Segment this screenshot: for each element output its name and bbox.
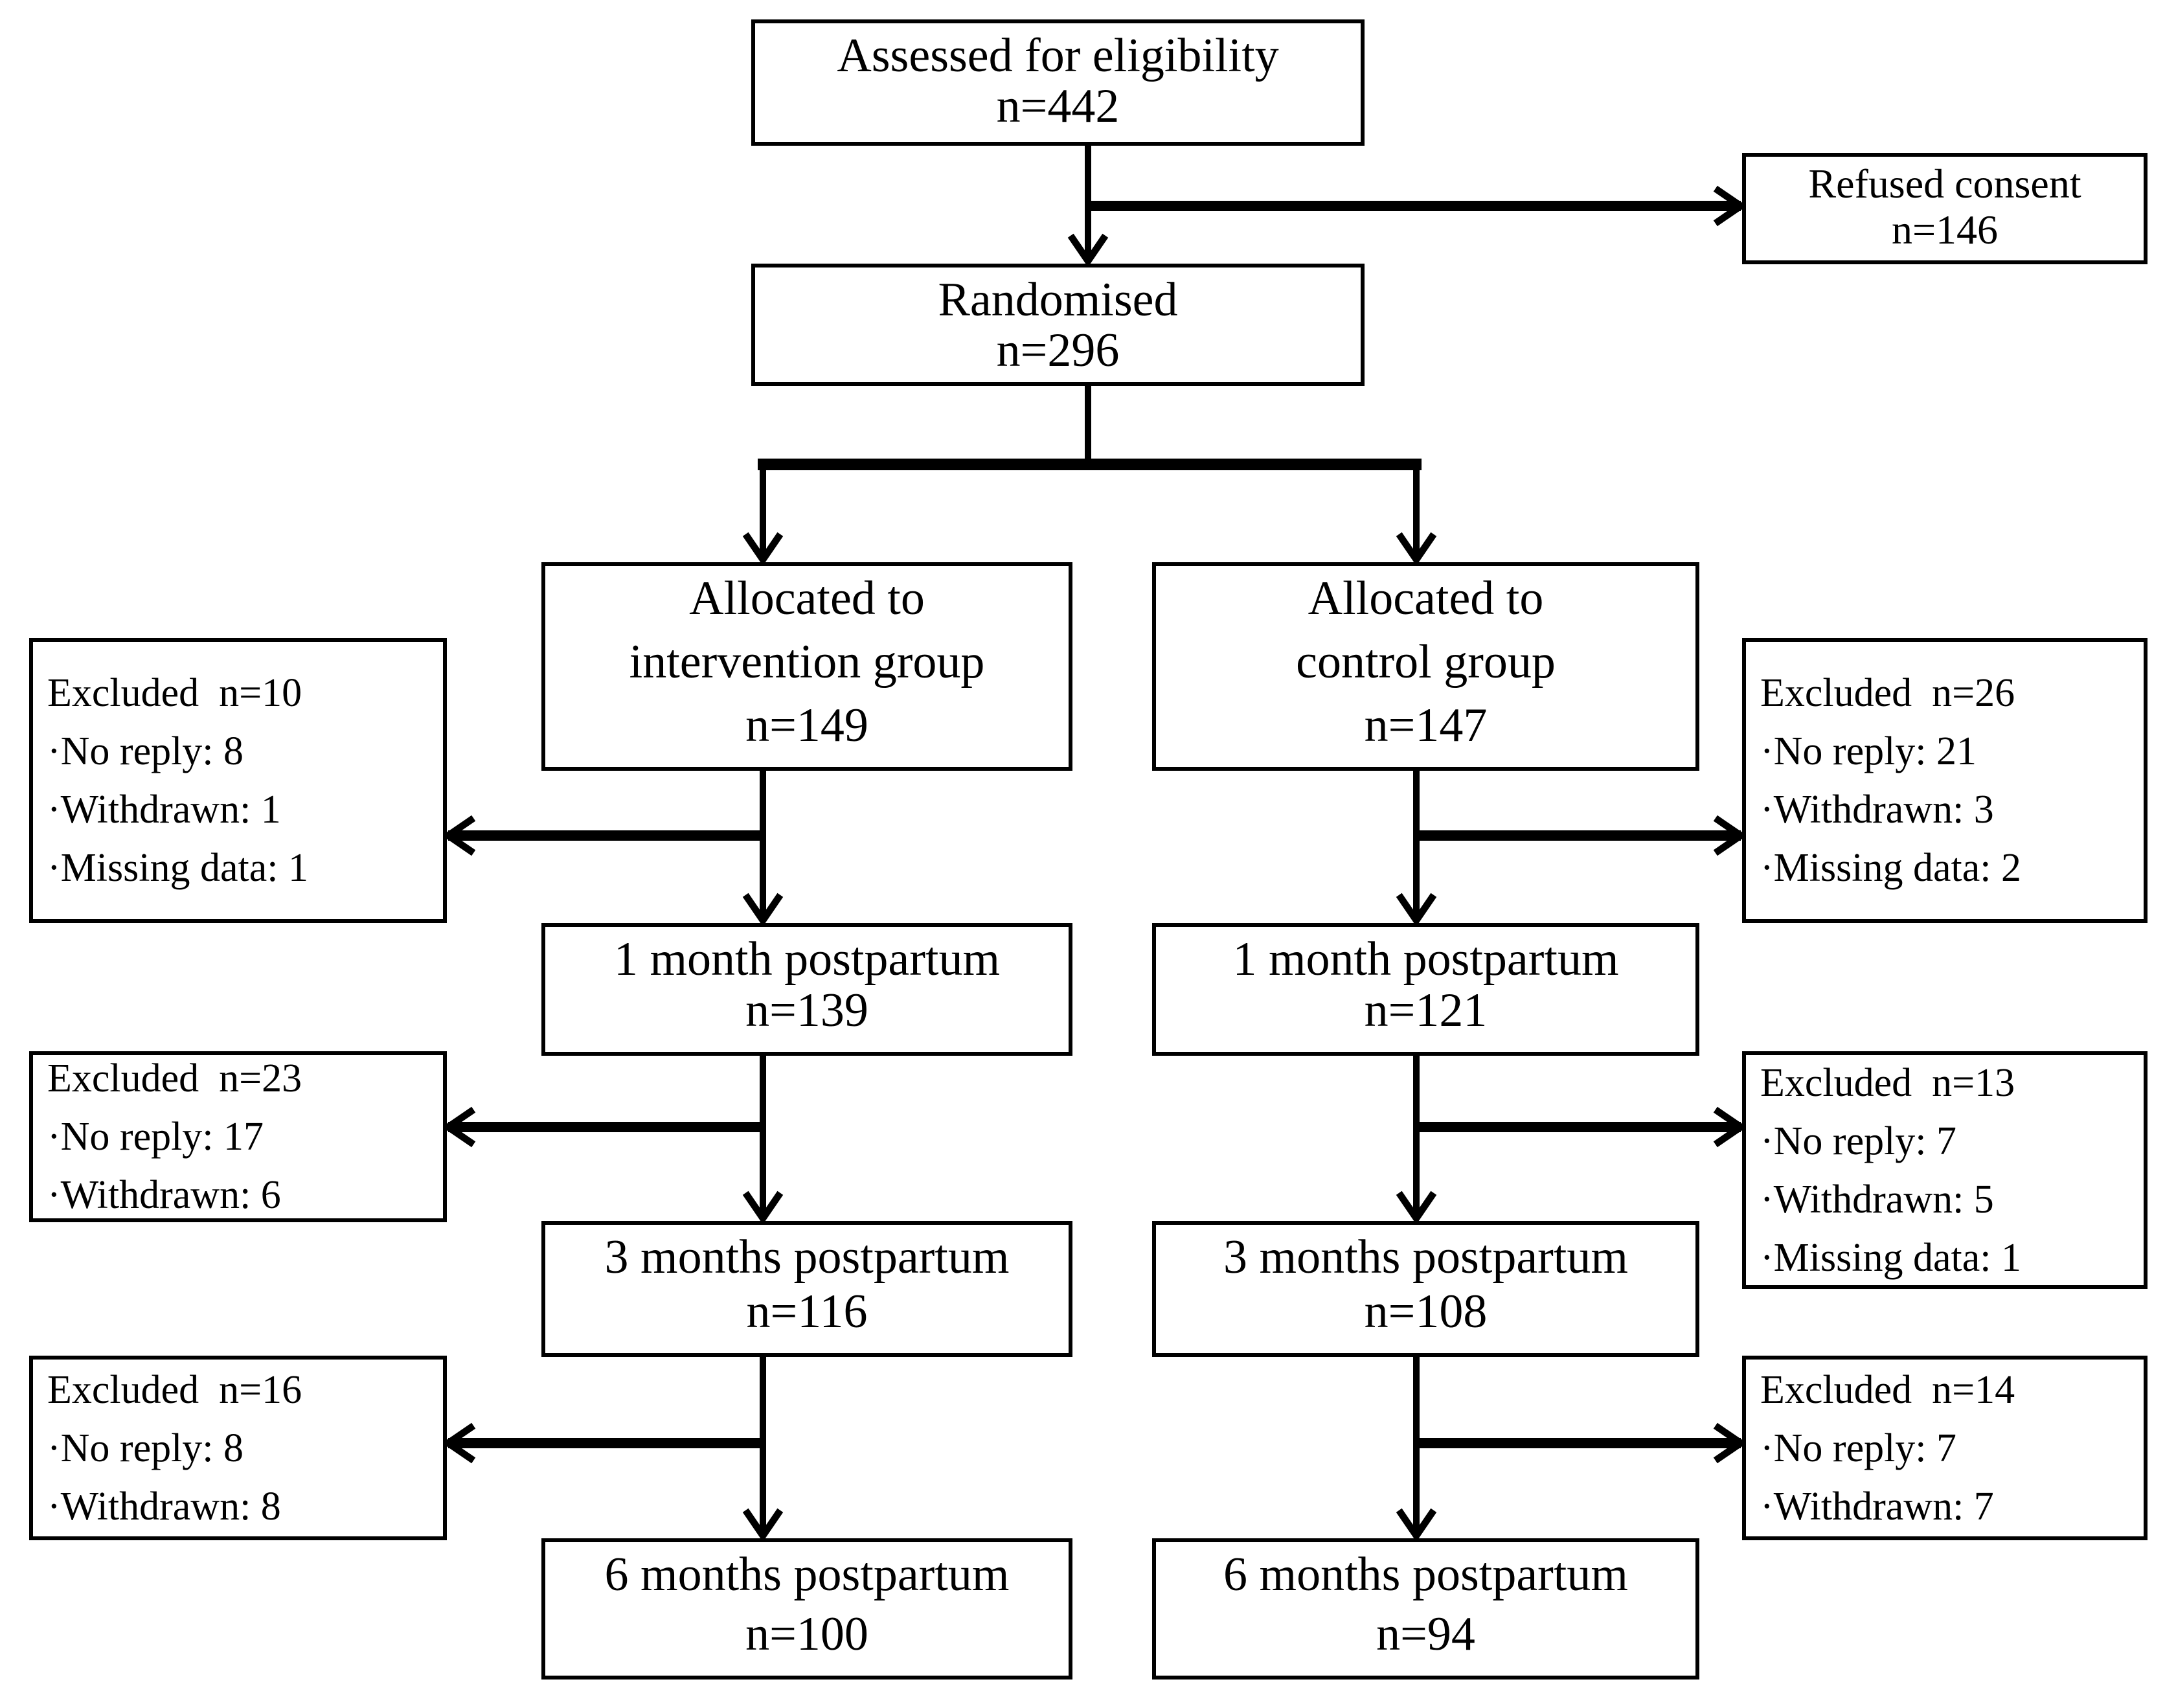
month1-intervention-box: 1 month postpartum n=139 <box>541 923 1072 1056</box>
box-label: 1 month postpartum <box>1232 933 1619 986</box>
excluded-total: Excluded n=13 <box>1760 1060 2015 1105</box>
box-label: Randomised <box>938 273 1178 326</box>
excluded-reason: ·Withdrawn: 3 <box>1760 788 1994 832</box>
excluded-reason: ·Withdrawn: 7 <box>1760 1484 1994 1529</box>
box-count: n=116 <box>746 1285 868 1339</box>
excluded3-control-box: Excluded n=14 ·No reply: 7 ·Withdrawn: 7 <box>1742 1356 2148 1540</box>
box-label: 3 months postpartum <box>604 1231 1010 1284</box>
box-label: Refused consent <box>1808 161 2081 207</box>
assessed-box: Assessed for eligibility n=442 <box>751 19 1365 146</box>
month6-control-box: 6 months postpartum n=94 <box>1152 1538 1699 1680</box>
box-count: n=442 <box>996 79 1120 133</box>
excluded-reason: ·Missing data: 2 <box>1760 846 2021 890</box>
box-count: n=147 <box>1364 699 1488 753</box>
excluded-total: Excluded n=14 <box>1760 1367 2015 1412</box>
excluded-reason: ·No reply: 8 <box>47 1426 244 1470</box>
randomised-box: Randomised n=296 <box>751 264 1365 386</box>
box-count: n=139 <box>745 984 868 1038</box>
box-label: 1 month postpartum <box>613 933 1001 986</box>
excluded1-intervention-box: Excluded n=10 ·No reply: 8 ·Withdrawn: 1… <box>29 638 447 923</box>
excluded-reason: ·No reply: 7 <box>1760 1426 1957 1470</box>
excluded-total: Excluded n=26 <box>1760 671 2015 715</box>
box-label: 3 months postpartum <box>1223 1231 1628 1284</box>
box-count: n=296 <box>996 323 1120 377</box>
excluded-total: Excluded n=23 <box>47 1056 302 1100</box>
excluded3-intervention-box: Excluded n=16 ·No reply: 8 ·Withdrawn: 8 <box>29 1356 447 1540</box>
excluded2-intervention-box: Excluded n=23 ·No reply: 17 ·Withdrawn: … <box>29 1051 447 1222</box>
month3-intervention-box: 3 months postpartum n=116 <box>541 1221 1072 1357</box>
box-count: n=108 <box>1364 1285 1488 1339</box>
box-count: n=149 <box>745 699 868 753</box>
excluded-reason: ·Withdrawn: 6 <box>47 1173 281 1217</box>
allocated-control-box: Allocated to control group n=147 <box>1152 562 1699 771</box>
box-label: 6 months postpartum <box>604 1548 1010 1601</box>
box-label-2: intervention group <box>629 635 985 689</box>
excluded1-control-box: Excluded n=26 ·No reply: 21 ·Withdrawn: … <box>1742 638 2148 923</box>
excluded-reason: ·No reply: 21 <box>1760 729 1977 773</box>
refused-consent-box: Refused consent n=146 <box>1742 153 2148 264</box>
box-count: n=121 <box>1364 984 1488 1038</box>
excluded2-control-box: Excluded n=13 ·No reply: 7 ·Withdrawn: 5… <box>1742 1051 2148 1289</box>
box-label: Allocated to <box>1308 572 1544 625</box>
box-label: 6 months postpartum <box>1223 1548 1628 1601</box>
excluded-reason: ·Withdrawn: 1 <box>47 788 281 832</box>
excluded-reason: ·No reply: 17 <box>47 1115 264 1159</box>
box-count: n=146 <box>1891 206 1999 253</box>
month6-intervention-box: 6 months postpartum n=100 <box>541 1538 1072 1680</box>
box-count: n=100 <box>745 1608 868 1661</box>
allocated-intervention-box: Allocated to intervention group n=149 <box>541 562 1072 771</box>
box-label: Allocated to <box>689 572 925 625</box>
excluded-reason: ·Missing data: 1 <box>1760 1235 2021 1280</box>
excluded-total: Excluded n=10 <box>47 671 302 715</box>
excluded-reason: ·Withdrawn: 8 <box>47 1484 281 1529</box>
box-count: n=94 <box>1376 1608 1475 1661</box>
box-label: Assessed for eligibility <box>837 29 1279 82</box>
excluded-reason: ·No reply: 7 <box>1760 1119 1957 1163</box>
month3-control-box: 3 months postpartum n=108 <box>1152 1221 1699 1357</box>
excluded-reason: ·No reply: 8 <box>47 729 244 773</box>
excluded-total: Excluded n=16 <box>47 1367 302 1412</box>
excluded-reason: ·Withdrawn: 5 <box>1760 1177 1994 1222</box>
month1-control-box: 1 month postpartum n=121 <box>1152 923 1699 1056</box>
box-label-2: control group <box>1296 635 1556 689</box>
excluded-reason: ·Missing data: 1 <box>47 846 308 890</box>
